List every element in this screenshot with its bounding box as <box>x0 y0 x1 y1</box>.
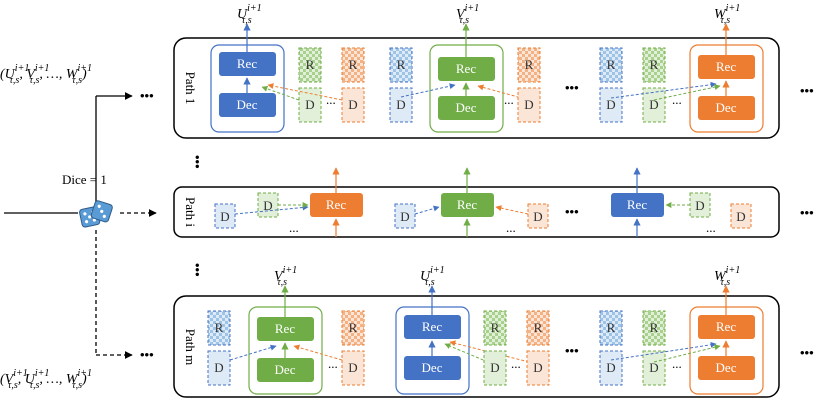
path1-memory-cells-1: R D R D R D ... <box>261 47 413 123</box>
svg-text:D: D <box>649 97 658 112</box>
svg-text:Rec: Rec <box>326 197 346 212</box>
svg-text:D: D <box>695 198 704 213</box>
pathm-cells-mid: R D ... <box>328 310 365 386</box>
path-i-frame <box>173 186 780 238</box>
svg-text:Rec: Rec <box>716 319 736 334</box>
svg-text:•••: ••• <box>565 204 579 219</box>
path1-group-green: Rec Dec <box>400 23 530 133</box>
svg-text:D: D <box>606 360 615 375</box>
dots-mid2-left: ••• <box>190 263 205 277</box>
svg-text:...: ... <box>672 356 682 371</box>
path-1-label: Path 1 <box>183 72 198 105</box>
svg-text:R: R <box>491 320 500 335</box>
pathm-cells-left: R D <box>207 310 231 386</box>
path-1-frame <box>173 37 780 139</box>
svg-text:Rec: Rec <box>237 56 257 71</box>
svg-text:R: R <box>349 320 358 335</box>
svg-text:R: R <box>306 57 315 72</box>
svg-text:Dec: Dec <box>422 360 443 375</box>
svg-text:Rec: Rec <box>422 319 442 334</box>
svg-text:...: ... <box>326 92 336 107</box>
svg-text:D: D <box>263 198 272 213</box>
dots-right-1: ••• <box>800 83 814 98</box>
path1-memory-cells-2: R D ... ••• R D R D ... <box>504 47 682 123</box>
dots-right-m: ••• <box>800 345 814 360</box>
svg-text:D: D <box>736 209 745 224</box>
svg-text:...: ... <box>511 356 521 371</box>
svg-text:D: D <box>400 209 409 224</box>
svg-text:D: D <box>649 360 658 375</box>
svg-text:D: D <box>348 97 357 112</box>
svg-text:R: R <box>349 57 358 72</box>
path-m-label: Path m <box>183 329 198 365</box>
svg-text:...: ... <box>672 92 682 107</box>
svg-text:R: R <box>650 57 659 72</box>
svg-text:...: ... <box>504 92 514 107</box>
svg-text:Dec: Dec <box>275 362 296 377</box>
svg-text:D: D <box>305 97 314 112</box>
dots-right-i: ••• <box>800 205 814 220</box>
svg-text:...: ... <box>289 220 299 235</box>
path-m-frame <box>173 295 780 398</box>
svg-text:D: D <box>606 97 615 112</box>
svg-text:R: R <box>534 320 543 335</box>
svg-text:Dec: Dec <box>237 97 258 112</box>
svg-text:R: R <box>607 320 616 335</box>
svg-text:D: D <box>533 360 542 375</box>
svg-text:...: ... <box>328 356 338 371</box>
svg-text:D: D <box>214 360 223 375</box>
dice-label: Dice = 1 <box>62 172 107 187</box>
svg-text:Rec: Rec <box>456 61 476 76</box>
path1-group-blue: Rec Dec <box>210 23 285 133</box>
svg-text:R: R <box>525 57 534 72</box>
svg-text:(Vi+1τ,s, Ui+1τ,s, …, Wi+1τ,s): (Vi+1τ,s, Ui+1τ,s, …, Wi+1τ,s) <box>0 368 92 391</box>
svg-text:Rec: Rec <box>716 59 736 74</box>
svg-text:•••: ••• <box>565 80 579 95</box>
svg-text:Rec: Rec <box>275 321 295 336</box>
pathm-group-green: Rec Dec <box>229 285 343 395</box>
svg-text:D: D <box>396 97 405 112</box>
svg-text:R: R <box>607 57 616 72</box>
svg-text:Dec: Dec <box>716 100 737 115</box>
dots-mid-left: ••• <box>190 155 205 169</box>
svg-text:•••: ••• <box>565 343 579 358</box>
svg-text:D: D <box>348 360 357 375</box>
dice-icon <box>79 200 113 228</box>
pathm-cells-right: R D R D ... ••• R D R D ... <box>483 310 682 386</box>
svg-text:D: D <box>220 209 229 224</box>
dots-top-left: ••• <box>140 88 154 103</box>
svg-text:D: D <box>524 97 533 112</box>
dots-bottom-left: ••• <box>140 347 154 362</box>
svg-text:R: R <box>215 320 224 335</box>
svg-text:D: D <box>490 360 499 375</box>
pathm-group-orange: Rec Dec <box>610 285 764 395</box>
svg-text:...: ... <box>506 220 516 235</box>
svg-text:Rec: Rec <box>457 197 477 212</box>
svg-text:Dec: Dec <box>456 100 477 115</box>
svg-text:Rec: Rec <box>627 197 647 212</box>
pathm-group-blue: Rec Dec <box>395 285 530 395</box>
path-i-label: Path i <box>183 197 198 227</box>
path1-group-orange: Rec Dec <box>610 23 764 133</box>
svg-text:R: R <box>397 57 406 72</box>
svg-text:...: ... <box>706 220 716 235</box>
svg-text:Dec: Dec <box>716 360 737 375</box>
svg-text:R: R <box>650 320 659 335</box>
pathi-content: D D ... Rec D Rec ... D ••• Rec D ... D <box>214 167 752 237</box>
svg-text:D: D <box>533 209 542 224</box>
svg-text:(Ui+1τ,s, Vi+1τ,s, …, Wi+1τ,s): (Ui+1τ,s, Vi+1τ,s, …, Wi+1τ,s) <box>0 63 92 86</box>
